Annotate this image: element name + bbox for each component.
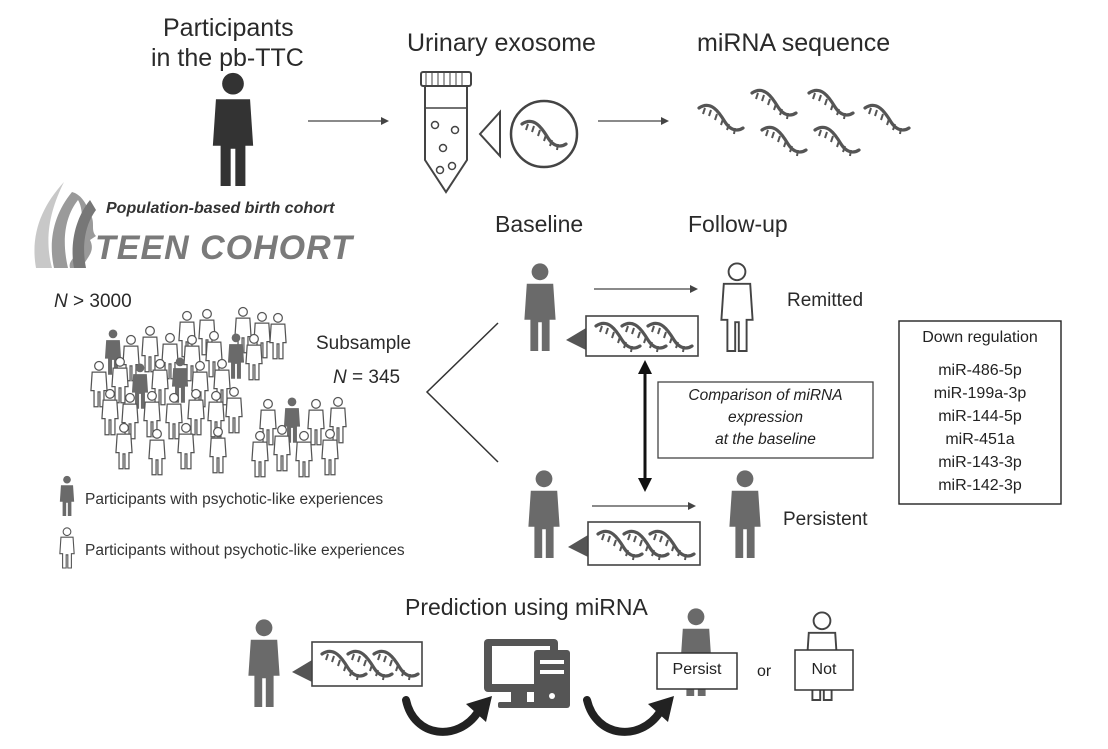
subsample-n: N = 345 xyxy=(333,367,401,388)
urine-tube-icon xyxy=(420,71,472,194)
down-regulation-item: miR-142-3p xyxy=(938,477,1022,494)
persist-sign xyxy=(656,652,738,690)
down-regulation-item: miR-486-5p xyxy=(938,362,1022,379)
magnify-triangle xyxy=(478,109,501,159)
down-regulation-item: miR-451a xyxy=(945,431,1015,448)
down-regulation-item: miR-199a-3p xyxy=(933,385,1027,402)
or-label: or xyxy=(757,663,772,680)
mirna-sequence-title: miRNA sequence xyxy=(697,29,891,57)
followup-persistent-person xyxy=(729,470,761,558)
comparison-box xyxy=(657,381,874,459)
prediction-mirna-box xyxy=(292,641,423,687)
urinary-exosome-title: Urinary exosome xyxy=(407,29,596,57)
baseline-label: Baseline xyxy=(495,211,584,237)
comparison-line2: expression xyxy=(728,409,803,426)
subsample-label: Subsample xyxy=(316,333,412,354)
comparison-line3: at the baseline xyxy=(715,431,816,448)
prediction-person xyxy=(248,619,280,707)
not-sign xyxy=(794,649,854,691)
baseline-persistent-mirna-box xyxy=(568,521,701,566)
participants-title-line2: in the pb-TTC xyxy=(151,44,304,72)
legend-without-ple-icon xyxy=(59,527,75,569)
down-regulation-box xyxy=(898,320,1062,505)
baseline-remitted-person xyxy=(524,263,556,351)
computer-icon xyxy=(484,639,570,708)
branch-lines xyxy=(425,322,499,463)
participants-title-line1: Participants xyxy=(163,14,294,42)
down-regulation-item: miR-144-5p xyxy=(938,408,1022,425)
legend-with-ple-icon xyxy=(59,475,75,516)
legend-with-ple-label: Participants with psychotic-like experie… xyxy=(85,491,384,508)
cohort-subtitle: Population-based birth cohort xyxy=(106,200,335,217)
participant-icon xyxy=(212,72,254,186)
followup-label: Follow-up xyxy=(688,211,788,237)
teen-cohort-logo-icon xyxy=(34,182,96,268)
followup-remitted-person xyxy=(720,262,754,352)
baseline-remitted-mirna-box xyxy=(566,315,699,357)
persistent-label: Persistent xyxy=(783,509,868,530)
down-regulation-item: miR-143-3p xyxy=(938,454,1022,471)
population-crowd xyxy=(90,306,347,478)
down-regulation-title: Down regulation xyxy=(922,329,1038,346)
comparison-line1: Comparison of miRNA xyxy=(688,387,843,404)
persist-label: Persist xyxy=(672,661,722,678)
remitted-label: Remitted xyxy=(787,290,864,311)
curved-arrow-to-computer xyxy=(402,696,492,736)
not-label: Not xyxy=(811,661,837,678)
teen-cohort-logo-text: TEEN COHORT xyxy=(95,229,353,267)
comparison-double-arrow xyxy=(638,360,652,492)
legend-without-ple-label: Participants without psychotic-like expe… xyxy=(85,542,405,559)
baseline-persistent-person xyxy=(528,470,560,558)
n-total: N > 3000 xyxy=(54,291,132,312)
prediction-title: Prediction using miRNA xyxy=(405,594,648,620)
mirna-sequence-icons xyxy=(697,88,911,158)
curved-arrow-to-result xyxy=(583,696,674,736)
